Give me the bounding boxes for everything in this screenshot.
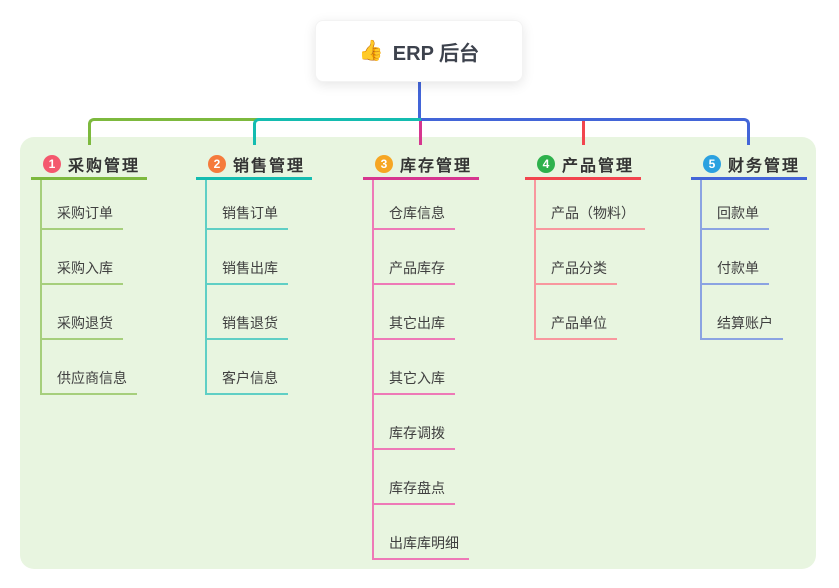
- child-node[interactable]: 付款单: [700, 258, 769, 285]
- child-node[interactable]: 销售退货: [205, 313, 288, 340]
- child-node[interactable]: 产品单位: [534, 313, 617, 340]
- root-node-label: ERP 后台: [392, 42, 480, 65]
- child-node[interactable]: 出库库明细: [372, 533, 469, 560]
- branch-trunk-line: [534, 180, 536, 340]
- root-node[interactable]: 👍 ERP 后台: [315, 20, 523, 82]
- branch-label: 销售管理: [233, 158, 306, 175]
- branch-number-badge: 3: [375, 155, 393, 173]
- child-node[interactable]: 库存调拨: [372, 423, 455, 450]
- child-node[interactable]: 其它入库: [372, 368, 455, 395]
- branch-number-badge: 4: [537, 155, 555, 173]
- branch-trunk-line: [700, 180, 702, 340]
- branch-node-5[interactable]: 5 财务管理: [691, 151, 807, 180]
- child-node[interactable]: 销售出库: [205, 258, 288, 285]
- connector-drop-inventory: [419, 121, 422, 145]
- branch-number-badge: 5: [703, 155, 721, 173]
- child-node[interactable]: 采购退货: [40, 313, 123, 340]
- child-node[interactable]: 结算账户: [700, 313, 783, 340]
- child-node[interactable]: 供应商信息: [40, 368, 137, 395]
- branch-number-badge: 2: [208, 155, 226, 173]
- branch-node-1[interactable]: 1 采购管理: [31, 151, 147, 180]
- child-node[interactable]: 回款单: [700, 203, 769, 230]
- branch-label: 财务管理: [728, 158, 801, 175]
- child-node[interactable]: 其它出库: [372, 313, 455, 340]
- branch-node-4[interactable]: 4 产品管理: [525, 151, 641, 180]
- connector-drop-product: [582, 121, 585, 145]
- connector-line-sales: [253, 118, 421, 145]
- branch-trunk-line: [372, 180, 374, 560]
- branch-node-3[interactable]: 3 库存管理: [363, 151, 479, 180]
- connector-line-finance: [421, 118, 750, 145]
- branches-panel: [20, 137, 816, 569]
- child-node[interactable]: 销售订单: [205, 203, 288, 230]
- child-node[interactable]: 仓库信息: [372, 203, 455, 230]
- branch-trunk-line: [40, 180, 42, 395]
- child-node[interactable]: 客户信息: [205, 368, 288, 395]
- child-node[interactable]: 采购入库: [40, 258, 123, 285]
- child-node[interactable]: 库存盘点: [372, 478, 455, 505]
- child-node[interactable]: 产品库存: [372, 258, 455, 285]
- root-connector-line: [418, 81, 421, 121]
- child-node[interactable]: 产品分类: [534, 258, 617, 285]
- thumbs-up-icon: 👍: [358, 40, 384, 62]
- branch-label: 采购管理: [68, 158, 141, 175]
- child-node[interactable]: 产品（物料）: [534, 203, 645, 230]
- child-node[interactable]: 采购订单: [40, 203, 123, 230]
- branch-number-badge: 1: [43, 155, 61, 173]
- branch-label: 库存管理: [400, 158, 473, 175]
- branch-label: 产品管理: [562, 158, 635, 175]
- branch-node-2[interactable]: 2 销售管理: [196, 151, 312, 180]
- branch-trunk-line: [205, 180, 207, 395]
